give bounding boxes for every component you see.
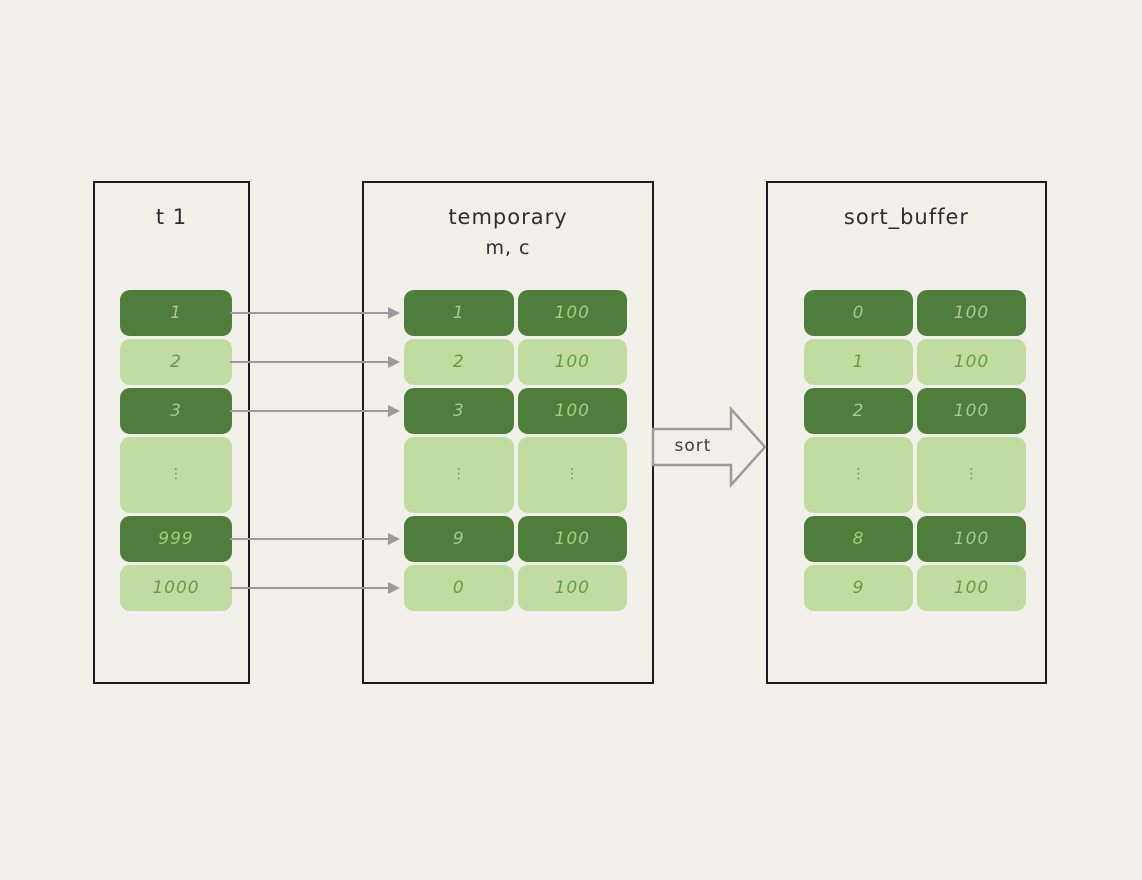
value-cell: 100 bbox=[517, 290, 627, 336]
table-row: 8 100 bbox=[804, 516, 1026, 562]
arrowhead-icon bbox=[388, 533, 400, 545]
arrowhead-icon bbox=[388, 307, 400, 319]
flow-arrow bbox=[230, 405, 400, 417]
panel-temporary-title-block: temporary m, c bbox=[364, 205, 652, 259]
arrowhead-icon bbox=[388, 582, 400, 594]
cell-value: 3 bbox=[120, 388, 232, 434]
value-cell: 100 bbox=[517, 339, 627, 385]
key-cell: 1 bbox=[804, 339, 913, 385]
cell-value: 1 bbox=[120, 290, 232, 336]
flow-arrow bbox=[230, 307, 400, 319]
panel-sort-buffer-title-block: sort_buffer bbox=[768, 205, 1045, 229]
table-row: 2 100 bbox=[404, 339, 627, 385]
panel-temporary-rows: 1 100 2 100 3 100 ⋮ ⋮ 9 100 0 100 bbox=[404, 290, 627, 611]
value-cell: 100 bbox=[517, 565, 627, 611]
panel-title: sort_buffer bbox=[843, 205, 970, 229]
key-cell: 3 bbox=[404, 388, 514, 434]
key-cell: 0 bbox=[404, 565, 514, 611]
arrow-line bbox=[230, 410, 390, 412]
ellipsis-cell: ⋮ bbox=[917, 437, 1026, 513]
table-row-ellipsis: ⋮ bbox=[120, 437, 232, 513]
arrow-line bbox=[230, 587, 390, 589]
arrow-line bbox=[230, 312, 390, 314]
panel-sort-buffer: sort_buffer 0 100 1 100 2 100 ⋮ ⋮ 8 100 bbox=[766, 181, 1047, 684]
table-row: 1 bbox=[120, 290, 232, 336]
arrow-line bbox=[230, 361, 390, 363]
arrowhead-icon bbox=[388, 356, 400, 368]
sort-arrow-label: sort bbox=[674, 436, 712, 456]
panel-sort-buffer-rows: 0 100 1 100 2 100 ⋮ ⋮ 8 100 9 100 bbox=[804, 290, 1026, 611]
arrowhead-icon bbox=[388, 405, 400, 417]
key-cell: 2 bbox=[804, 388, 913, 434]
key-cell: 1 bbox=[404, 290, 514, 336]
table-row: 0 100 bbox=[804, 290, 1026, 336]
value-cell: 100 bbox=[917, 339, 1026, 385]
cell-value: 2 bbox=[120, 339, 232, 385]
arrow-line bbox=[230, 538, 390, 540]
table-row-ellipsis: ⋮ ⋮ bbox=[804, 437, 1026, 513]
table-row: 2 bbox=[120, 339, 232, 385]
table-row: 2 100 bbox=[804, 388, 1026, 434]
table-row: 1 100 bbox=[404, 290, 627, 336]
value-cell: 100 bbox=[917, 388, 1026, 434]
table-row: 1000 bbox=[120, 565, 232, 611]
panel-t1-rows: 1 2 3 ⋮ 999 1000 bbox=[120, 290, 232, 611]
panel-t1-title-block: t 1 bbox=[95, 205, 248, 229]
table-row: 0 100 bbox=[404, 565, 627, 611]
key-cell: 8 bbox=[804, 516, 913, 562]
ellipsis-cell: ⋮ bbox=[517, 437, 627, 513]
key-cell: 2 bbox=[404, 339, 514, 385]
table-row: 9 100 bbox=[404, 516, 627, 562]
table-row: 1 100 bbox=[804, 339, 1026, 385]
key-cell: 9 bbox=[404, 516, 514, 562]
panel-t1: t 1 1 2 3 ⋮ 999 1000 bbox=[93, 181, 250, 684]
value-cell: 100 bbox=[917, 516, 1026, 562]
ellipsis-cell: ⋮ bbox=[404, 437, 514, 513]
cell-value: 1000 bbox=[120, 565, 232, 611]
key-cell: 0 bbox=[804, 290, 913, 336]
key-cell: 9 bbox=[804, 565, 913, 611]
table-row: 3 bbox=[120, 388, 232, 434]
panel-subtitle: m, c bbox=[485, 237, 531, 259]
panel-title: t 1 bbox=[155, 205, 188, 229]
table-row-ellipsis: ⋮ ⋮ bbox=[404, 437, 627, 513]
value-cell: 100 bbox=[517, 388, 627, 434]
ellipsis-cell: ⋮ bbox=[804, 437, 913, 513]
flow-arrow bbox=[230, 356, 400, 368]
ellipsis-cell: ⋮ bbox=[120, 437, 232, 513]
value-cell: 100 bbox=[917, 565, 1026, 611]
table-row: 3 100 bbox=[404, 388, 627, 434]
flow-arrow bbox=[230, 582, 400, 594]
panel-title: temporary bbox=[448, 205, 568, 229]
value-cell: 100 bbox=[917, 290, 1026, 336]
table-row: 9 100 bbox=[804, 565, 1026, 611]
sort-arrow bbox=[651, 405, 767, 489]
table-row: 999 bbox=[120, 516, 232, 562]
cell-value: 999 bbox=[120, 516, 232, 562]
flow-arrow bbox=[230, 533, 400, 545]
panel-temporary: temporary m, c 1 100 2 100 3 100 ⋮ ⋮ 9 1… bbox=[362, 181, 654, 684]
value-cell: 100 bbox=[517, 516, 627, 562]
